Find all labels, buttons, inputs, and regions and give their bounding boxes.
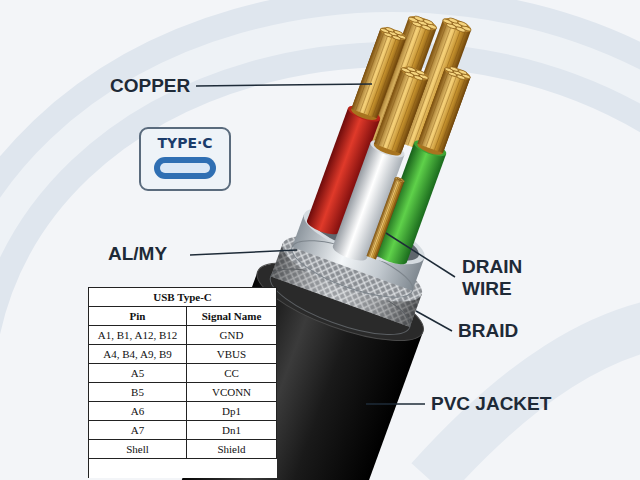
table-cell: Dn1 xyxy=(187,421,277,440)
conductors xyxy=(300,0,491,277)
insulation-base xyxy=(331,240,369,264)
strand-end xyxy=(397,177,401,179)
strand-line xyxy=(356,31,385,111)
part-label: BRAID xyxy=(458,320,518,342)
strand-end xyxy=(449,66,459,72)
strand-end xyxy=(385,27,395,33)
table-cell: CC xyxy=(187,364,277,383)
copper-end xyxy=(441,15,473,35)
strand-line xyxy=(370,179,398,257)
port-symbol xyxy=(154,157,216,179)
table-cell: USB Type-C xyxy=(89,288,277,307)
strand-line xyxy=(387,74,414,149)
leader-line xyxy=(196,84,372,86)
strand-line xyxy=(371,180,399,258)
leader-line xyxy=(366,403,425,405)
background-arc xyxy=(430,320,640,480)
strand-line xyxy=(396,77,423,152)
copper-strands xyxy=(373,69,428,156)
strand-end xyxy=(455,26,466,33)
copper-end xyxy=(394,176,405,183)
copper-end xyxy=(407,13,439,33)
table-cell: Dp1 xyxy=(187,402,277,421)
strand-line xyxy=(374,181,402,259)
part-label: PVC JACKET xyxy=(431,393,551,415)
leader-line xyxy=(190,250,297,255)
strand-end xyxy=(415,69,425,76)
table-cell: Signal Name xyxy=(187,307,277,326)
copper-strands xyxy=(374,69,428,154)
strand-line xyxy=(364,34,393,114)
leader-line xyxy=(416,311,452,331)
leader-line xyxy=(386,233,455,277)
strand-line xyxy=(360,32,389,112)
part-label: COPPER xyxy=(110,75,190,97)
insulation-base xyxy=(305,215,341,237)
table-cell: A4, B4, A9, B9 xyxy=(89,345,187,364)
strand-line xyxy=(434,75,461,150)
strand-line xyxy=(439,76,466,151)
icon-frame xyxy=(140,128,230,190)
copper-strands xyxy=(367,178,405,259)
strand-line xyxy=(368,179,396,257)
table-cell: Shell xyxy=(89,440,187,459)
strand-end xyxy=(457,21,468,28)
type-c-icon xyxy=(140,128,230,190)
table-cell: VCONN xyxy=(187,383,277,402)
conductor xyxy=(331,63,434,264)
table-cell: A5 xyxy=(89,364,187,383)
icon-label: TYPE·C xyxy=(140,134,230,152)
table-cell: A6 xyxy=(89,402,187,421)
strand-end xyxy=(392,35,402,41)
strand-end xyxy=(413,75,423,82)
strand-line xyxy=(378,70,405,145)
strand-end xyxy=(423,19,434,26)
strand-end xyxy=(400,178,404,180)
part-label: DRAIN WIRE xyxy=(462,256,522,300)
table-cell: B5 xyxy=(89,383,187,402)
port-symbol-inner xyxy=(160,163,210,173)
table-cell: A7 xyxy=(89,421,187,440)
strand-end xyxy=(456,74,466,80)
strand-end xyxy=(393,30,403,36)
strand-end xyxy=(406,66,416,73)
strand-end xyxy=(458,69,468,75)
pin-table: USB Type-CPinSignal NameA1, B1, A12, B12… xyxy=(88,287,277,478)
strand-line xyxy=(383,72,410,147)
table-cell: VBUS xyxy=(187,345,277,364)
insulation xyxy=(333,143,404,259)
strand-line xyxy=(373,180,401,258)
copper-end xyxy=(400,64,430,83)
background-arc xyxy=(0,27,640,330)
strand-end xyxy=(421,24,432,31)
table-cell: GND xyxy=(187,326,277,345)
drain-wire xyxy=(367,176,405,259)
strand-line xyxy=(392,75,419,150)
copper-end xyxy=(443,64,472,82)
part-label: AL/MY xyxy=(108,243,167,265)
strand-end xyxy=(414,15,425,22)
table-cell: A1, B1, A12, B12 xyxy=(89,326,187,345)
copper-end xyxy=(379,25,408,43)
table-cell: Pin xyxy=(89,307,187,326)
background-arc xyxy=(0,27,640,330)
strand-end xyxy=(448,17,459,24)
table-cell: Shield xyxy=(187,440,277,459)
